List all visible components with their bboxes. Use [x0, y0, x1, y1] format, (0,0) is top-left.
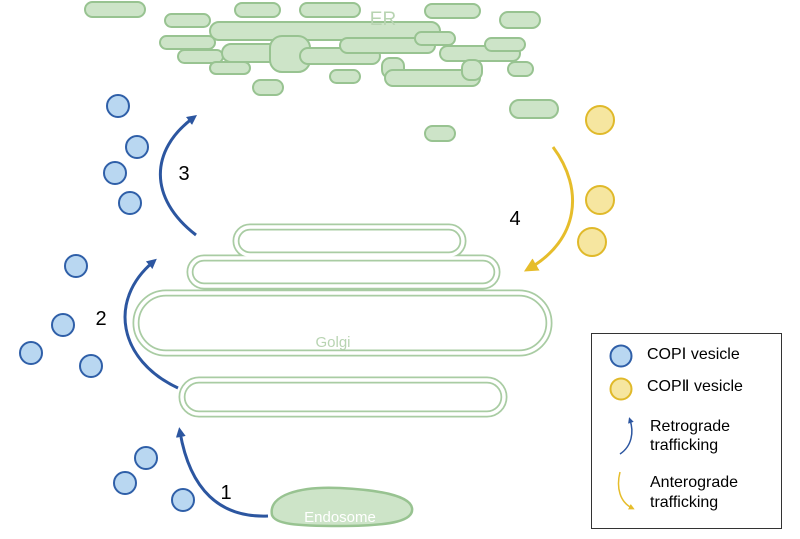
endosome-label: Endosome — [304, 509, 376, 526]
legend-cop1-label: COPⅠ vesicle — [647, 346, 740, 363]
cop1-vesicles — [19, 94, 195, 512]
cop1-vesicle — [19, 341, 43, 365]
cop2-vesicle — [577, 227, 607, 257]
cop2-vesicle — [585, 185, 615, 215]
cop1-vesicle — [113, 471, 137, 495]
legend-retrograde-line2: trafficking — [650, 437, 719, 454]
cop1-vesicle — [64, 254, 88, 278]
step-4-label: 4 — [509, 208, 520, 230]
step-2-label: 2 — [95, 308, 106, 330]
legend: COPⅠ vesicle COPⅡ vesicle Retrograde tra… — [591, 333, 782, 529]
golgi-cisterna-2 — [186, 254, 501, 290]
cop2-vesicles — [577, 105, 615, 257]
retrograde-arrow-3 — [159, 115, 198, 237]
anterograde-arrow-4 — [523, 146, 575, 272]
cop1-vesicle — [103, 161, 127, 185]
cop1-vesicle — [118, 191, 142, 215]
legend-retrograde-line1: Retrograde — [650, 418, 731, 435]
cop1-vesicle — [106, 94, 130, 118]
legend-cop2-label: COPⅡ vesicle — [647, 378, 743, 395]
legend-cop2-swatch — [609, 377, 633, 401]
cop1-vesicle — [125, 135, 149, 159]
endosome — [270, 486, 414, 528]
cop1-vesicle — [134, 446, 158, 470]
legend-anterograde-line2: trafficking — [650, 494, 719, 511]
er-network — [84, 1, 559, 142]
golgi-inner-lumen — [134, 225, 551, 416]
cop1-vesicle — [51, 313, 75, 337]
step-3-label: 3 — [178, 163, 189, 185]
step-1-label: 1 — [220, 482, 231, 504]
cop1-vesicle — [171, 488, 195, 512]
cop2-vesicle — [585, 105, 615, 135]
retrograde-arrow-1 — [175, 427, 269, 518]
er-label: ER — [370, 9, 396, 30]
legend-retrograde-arrow-icon — [619, 417, 634, 455]
golgi-label: Golgi — [315, 334, 350, 351]
retrograde-arrow-2 — [123, 258, 179, 390]
legend-cop1-swatch — [609, 344, 633, 368]
cop1-vesicle — [79, 354, 103, 378]
legend-anterograde-arrow-icon — [617, 471, 635, 510]
golgi-cisterna-1 — [232, 223, 467, 259]
golgi-cisterna-4 — [178, 376, 508, 418]
legend-anterograde-line1: Anterograde — [650, 474, 739, 491]
